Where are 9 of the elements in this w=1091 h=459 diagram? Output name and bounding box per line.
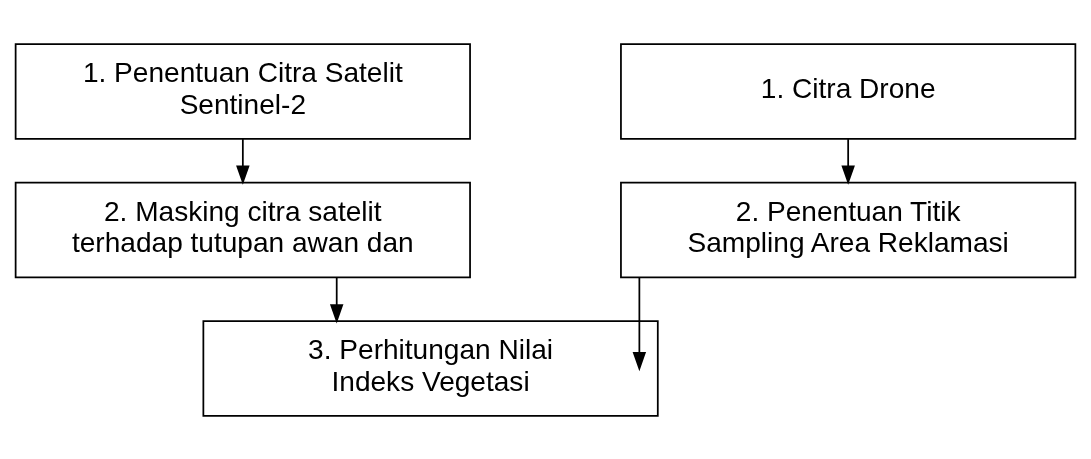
node-box: 2. Masking citra satelit terhadap tutupan awan dan (14, 181, 471, 278)
node-box: 1. Penentuan Citra Satelit Sentinel-2 (14, 42, 471, 140)
arrow (236, 137, 250, 185)
node-box: 2. Penentuan Titik Sampling Area Reklamasi (620, 181, 1077, 278)
arrow (632, 276, 647, 371)
node-box: 1. Citra Drone (620, 42, 1077, 140)
node-box: 3. Perhitungan Nilai Indeks Vegetasi (202, 319, 659, 417)
arrow (841, 137, 855, 185)
arrow (329, 276, 344, 323)
